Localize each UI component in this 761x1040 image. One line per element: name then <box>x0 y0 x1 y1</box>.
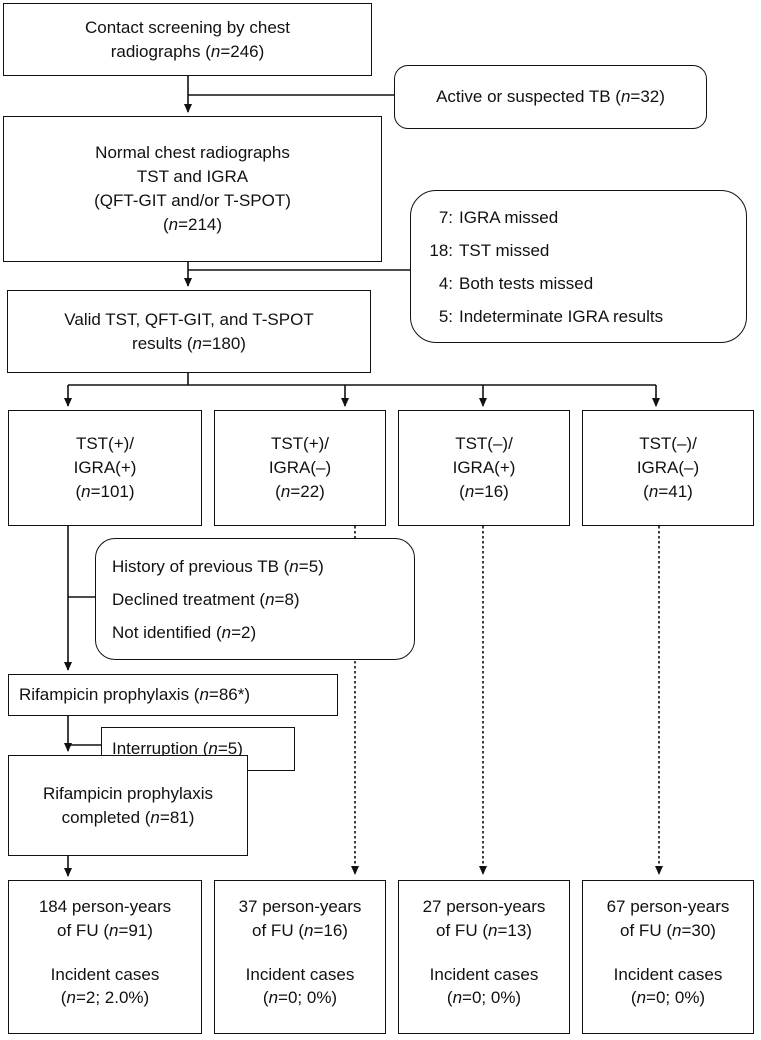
person-years: 27 person-years <box>422 897 546 916</box>
group-igra: IGRA(+) <box>452 458 516 478</box>
incident-cases-label: Incident cases <box>429 964 539 984</box>
group-tst-pos-igra-pos: TST(+)/ IGRA(+) (n=101) <box>8 410 202 526</box>
valid-results-box: Valid TST, QFT-GIT, and T-SPOT results (… <box>7 290 371 373</box>
missed-item: 18:TST missed <box>429 240 550 260</box>
group-tst-neg-igra-neg: TST(–)/ IGRA(–) (n=41) <box>582 410 754 526</box>
rifampicin-box: Rifampicin prophylaxis (n=86*) <box>8 674 338 716</box>
exclusion-item: Not identified (n=2) <box>112 622 257 642</box>
missed-item: 7:IGRA missed <box>438 207 559 227</box>
incident-cases-count: (n=0; 0%) <box>630 988 706 1008</box>
rifampicin-label: Rifampicin prophylaxis (n=86*) <box>19 685 251 705</box>
completed-line-1: Rifampicin prophylaxis <box>42 783 214 803</box>
normal-line-2: TST and IGRA <box>136 167 249 187</box>
valid-count: results (n=180) <box>132 333 246 353</box>
group-igra: IGRA(–) <box>268 458 332 478</box>
fu-count: of FU (n=16) <box>252 920 348 940</box>
group-count: (n=101) <box>75 481 135 501</box>
screening-count: radiographs (n=246) <box>110 41 265 61</box>
group-count: (n=22) <box>275 481 325 501</box>
completed-count: completed (n=81) <box>61 807 195 827</box>
exclusions-box: History of previous TB (n=5) Declined tr… <box>95 538 415 660</box>
person-years: 67 person-years <box>606 897 730 916</box>
person-years: 184 person-years <box>38 897 172 916</box>
missed-item: 5:Indeterminate IGRA results <box>438 306 664 326</box>
fu-count: of FU (n=91) <box>57 920 153 940</box>
active-tb-box: Active or suspected TB (n=32) <box>394 65 707 129</box>
normal-count: (n=214) <box>162 214 223 234</box>
group-tst-pos-igra-neg: TST(+)/ IGRA(–) (n=22) <box>214 410 386 526</box>
group-count: (n=41) <box>643 481 693 501</box>
normal-radiographs-box: Normal chest radiographs TST and IGRA (Q… <box>3 116 382 262</box>
incident-cases-count: (n=2; 2.0%) <box>60 988 150 1008</box>
fu-count: of FU (n=30) <box>620 920 716 940</box>
person-years: 37 person-years <box>238 897 362 916</box>
active-tb-label: Active or suspected TB (n=32) <box>436 87 665 107</box>
incident-cases-count: (n=0; 0%) <box>262 988 338 1008</box>
outcome-box-2: 37 person-years of FU (n=16) Incident ca… <box>214 880 386 1034</box>
valid-line-1: Valid TST, QFT-GIT, and T-SPOT <box>64 309 314 329</box>
group-tst: TST(+)/ <box>270 434 330 454</box>
outcome-box-3: 27 person-years of FU (n=13) Incident ca… <box>398 880 570 1034</box>
exclusion-item: Declined treatment (n=8) <box>112 589 300 609</box>
exclusion-item: History of previous TB (n=5) <box>112 556 324 576</box>
completed-box: Rifampicin prophylaxis completed (n=81) <box>8 755 248 856</box>
group-tst-neg-igra-pos: TST(–)/ IGRA(+) (n=16) <box>398 410 570 526</box>
group-count: (n=16) <box>459 481 509 501</box>
missed-tests-box: 7:IGRA missed 18:TST missed 4:Both tests… <box>410 190 747 343</box>
interruption-label: Interruption (n=5) <box>112 739 243 759</box>
group-tst: TST(–)/ <box>455 434 513 454</box>
incident-cases-label: Incident cases <box>245 964 355 984</box>
incident-cases-label: Incident cases <box>613 964 723 984</box>
incident-cases-count: (n=0; 0%) <box>446 988 522 1008</box>
normal-line-1: Normal chest radiographs <box>95 143 290 163</box>
fu-count: of FU (n=13) <box>436 920 532 940</box>
missed-item: 4:Both tests missed <box>438 273 594 293</box>
group-igra: IGRA(+) <box>73 458 137 478</box>
outcome-box-4: 67 person-years of FU (n=30) Incident ca… <box>582 880 754 1034</box>
group-igra: IGRA(–) <box>636 458 700 478</box>
group-tst: TST(+)/ <box>75 434 135 454</box>
incident-cases-label: Incident cases <box>50 964 160 984</box>
screening-title: Contact screening by chest <box>84 17 291 37</box>
screening-box: Contact screening by chest radiographs (… <box>3 3 372 76</box>
normal-line-3: (QFT-GIT and/or T-SPOT) <box>94 191 291 210</box>
group-tst: TST(–)/ <box>639 434 697 454</box>
outcome-box-1: 184 person-years of FU (n=91) Incident c… <box>8 880 202 1034</box>
